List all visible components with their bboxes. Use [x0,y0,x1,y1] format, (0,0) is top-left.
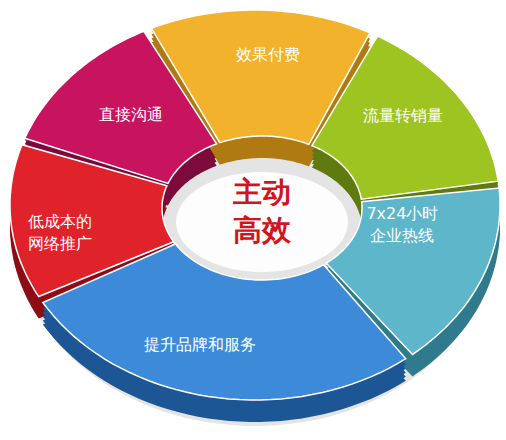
center-label: 主动 高效 [229,174,296,249]
ring-segment: 直接沟通 [99,104,163,126]
segment-label: 7x24小时 企业热线 [356,203,449,246]
ring-segment: 低成本的 网络推广 [23,211,97,254]
segment-label: 低成本的 网络推广 [23,211,97,254]
segment-label: 流量转销量 [363,105,443,127]
ring-segment: 提升品牌和服务 [144,334,256,356]
segment-label: 直接沟通 [99,104,163,126]
segment-label: 提升品牌和服务 [144,334,256,356]
hole-light [176,172,348,272]
segment-label: 效果付费 [236,44,300,66]
ring-segment: 7x24小时 企业热线 [356,203,449,246]
segment-top [43,244,406,400]
ring-segment: 效果付费 [236,44,300,66]
segment-top [312,36,498,199]
ring-segment: 流量转销量 [363,105,443,127]
